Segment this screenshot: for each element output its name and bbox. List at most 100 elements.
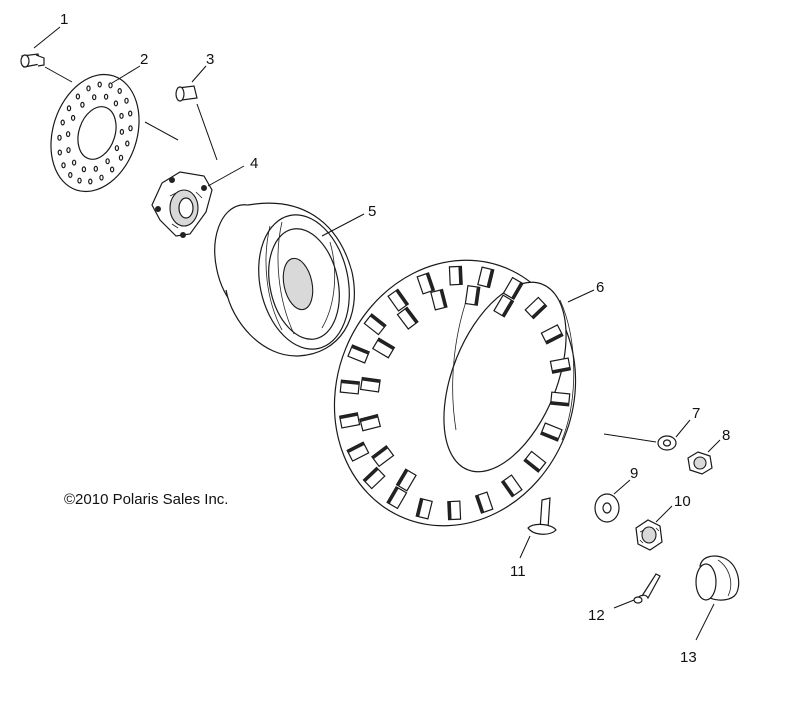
leader-7: [603, 433, 657, 443]
copyright-text: ©2010 Polaris Sales Inc.: [64, 491, 228, 508]
disc-hole: [77, 177, 82, 184]
tire-tread-shadow: [396, 469, 409, 487]
disc-hole: [66, 105, 72, 112]
tire-tread-shadow: [550, 401, 569, 406]
disc-hole: [88, 178, 93, 185]
disc-hole: [65, 131, 71, 138]
tire-tread-shadow: [501, 480, 515, 497]
disc-hole: [75, 93, 81, 100]
tire-tread-shadow: [341, 380, 360, 385]
tire-tread-shadow: [531, 303, 547, 319]
disc-hole: [119, 128, 125, 135]
disc-hole: [81, 166, 87, 173]
leader-3b: [196, 103, 218, 161]
disc-hole: [60, 119, 65, 126]
disc-hole: [103, 93, 109, 100]
part-9-washer: [594, 493, 620, 523]
tire-tread-shadow: [339, 412, 358, 420]
part-1-bolt: [20, 53, 45, 68]
disc-hole: [80, 101, 85, 108]
disc-hole: [113, 100, 119, 107]
tire-tread-shadow: [351, 345, 370, 355]
disc-hole: [128, 125, 133, 132]
leader-1b: [44, 66, 73, 83]
tire-tread-shadow: [363, 467, 379, 483]
disc-hole: [70, 114, 76, 121]
disc-hole: [97, 81, 102, 88]
tire-tread-shadow: [361, 377, 381, 383]
tire-tread-shadow: [486, 269, 494, 288]
disc-hole: [99, 174, 104, 181]
tire-tread-shadow: [347, 442, 365, 454]
callout-8: 8: [722, 427, 730, 444]
tire-tread-shadow: [524, 458, 541, 472]
leader-7b: [675, 419, 691, 438]
callout-11: 11: [510, 563, 526, 580]
tire-tread-shadow: [369, 314, 386, 328]
part-3-stud: [175, 85, 198, 102]
part-8-nut: [687, 451, 713, 475]
disc-hole: [93, 165, 99, 172]
leader-5: [321, 213, 365, 237]
leader-12: [613, 599, 635, 609]
leader-3: [191, 65, 207, 83]
tire-tread-shadow: [387, 486, 399, 504]
leader-2b: [144, 121, 179, 141]
tire-tread-shadow: [395, 289, 409, 306]
callout-4: 4: [250, 155, 258, 172]
tire-tread-shadow: [540, 431, 559, 441]
callout-6: 6: [596, 279, 604, 296]
callout-2: 2: [140, 51, 148, 68]
disc-hole: [127, 110, 133, 117]
leader-4: [207, 165, 245, 187]
tire-tread-shadow: [501, 299, 514, 317]
part-13-wheel-cap: [695, 555, 740, 601]
tire-tread-shadow: [545, 332, 563, 344]
part-5-wheel-rim: [214, 202, 355, 357]
part-6-tire: [333, 259, 577, 527]
part-11-pin: [527, 497, 557, 535]
disc-hole: [66, 147, 71, 154]
tire-tread-shadow: [404, 307, 418, 324]
tire-tread-shadow: [425, 272, 435, 291]
disc-hole: [114, 145, 120, 152]
disc-hole: [105, 158, 110, 165]
tire-tread-shadow: [475, 495, 485, 514]
tire-tread-shadow: [416, 498, 424, 517]
tire-tread-shadow: [474, 286, 480, 306]
leader-2: [111, 65, 141, 84]
disc-hole: [108, 82, 113, 89]
callout-9: 9: [630, 465, 638, 482]
part-12-cotter-pin: [633, 573, 661, 604]
disc-hole: [119, 112, 124, 119]
part-10-castle-nut: [635, 519, 663, 551]
callout-7: 7: [692, 405, 700, 422]
disc-hole: [118, 154, 124, 161]
disc-hole: [57, 149, 63, 156]
leader-11: [519, 535, 531, 559]
callout-5: 5: [368, 203, 376, 220]
leader-6: [567, 289, 595, 303]
disc-hole: [117, 87, 122, 94]
tire-tread-shadow: [458, 266, 463, 285]
disc-hole: [68, 172, 73, 179]
tire-tread-shadow: [377, 338, 395, 350]
callout-13: 13: [680, 649, 697, 666]
tire-tread-shadow: [552, 366, 571, 374]
disc-hole: [109, 166, 115, 173]
leader-10: [655, 505, 673, 523]
tire-tread-shadow: [371, 445, 389, 460]
part-7-washer: [657, 435, 677, 451]
disc-hole: [86, 85, 91, 92]
disc-hole: [91, 94, 97, 101]
disc-hole: [124, 97, 129, 104]
callout-1: 1: [60, 11, 68, 28]
callout-10: 10: [674, 493, 691, 510]
part-2-brake-disc: [50, 73, 140, 193]
disc-hole: [71, 159, 77, 166]
callout-3: 3: [206, 51, 214, 68]
tire-tread-shadow: [511, 282, 523, 300]
leader-9: [613, 479, 631, 495]
leader-1: [33, 26, 61, 49]
